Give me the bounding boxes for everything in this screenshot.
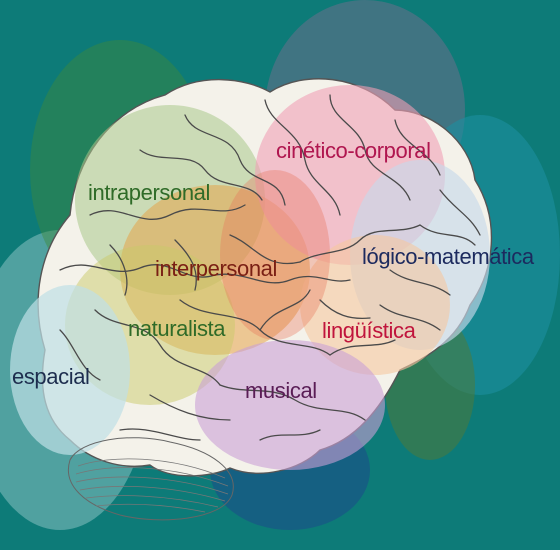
label-cinetico-corporal: cinético-corporal	[276, 138, 431, 163]
label-espacial: espacial	[12, 364, 90, 389]
cerebellum-folds	[75, 458, 229, 513]
label-intrapersonal: intrapersonal	[88, 180, 210, 205]
zone-musical	[195, 340, 385, 470]
label-naturalista: naturalista	[128, 316, 226, 341]
zone-linguistica	[300, 235, 450, 375]
zone-espacial	[10, 285, 130, 455]
label-interpersonal: interpersonal	[155, 256, 277, 281]
label-musical: musical	[245, 378, 317, 403]
label-linguistica: lingüística	[322, 318, 416, 343]
zone-center-red	[220, 170, 330, 340]
cerebellum	[68, 437, 234, 521]
brain-folds	[59, 94, 481, 441]
label-logico-matematica: lógico-matemática	[362, 244, 534, 269]
